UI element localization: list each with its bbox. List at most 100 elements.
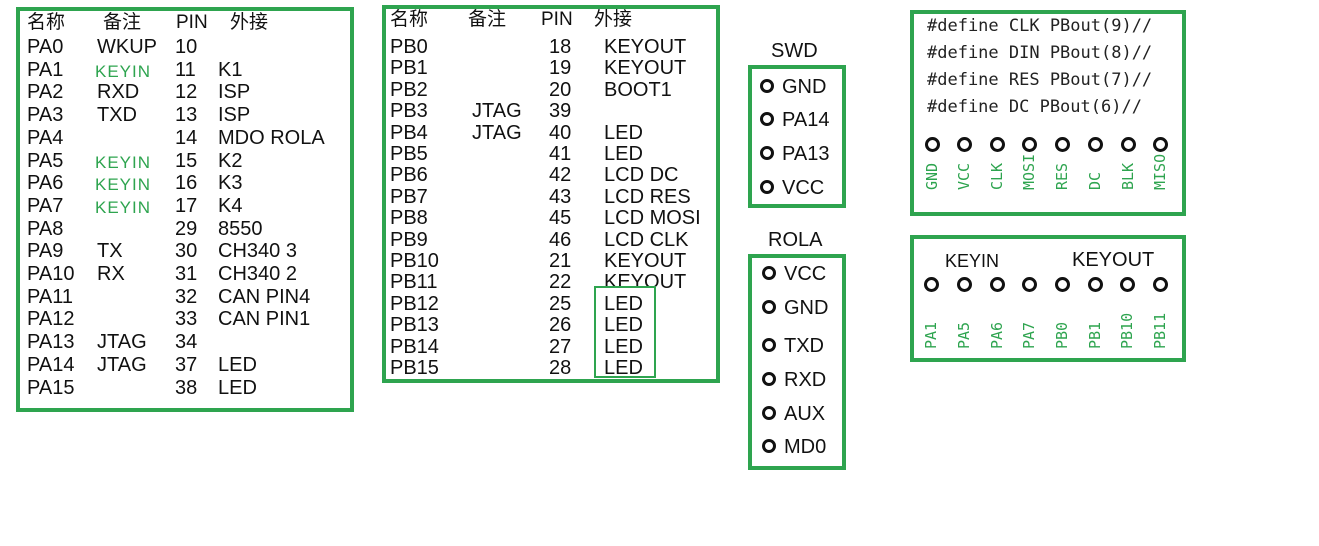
- pin-external: LED: [604, 357, 643, 379]
- lcd-pin-label: BLK: [1119, 162, 1137, 190]
- key-pin-label: PB11: [1151, 312, 1169, 349]
- pin-number: 16: [175, 172, 198, 195]
- key-pin-hole: [1120, 277, 1135, 292]
- lcd-pin-hole: [1121, 137, 1136, 152]
- pin-number: 18: [549, 36, 572, 58]
- pin-number: 43: [549, 185, 572, 208]
- pin-number: 39: [549, 100, 572, 123]
- swd-connector: [748, 65, 846, 208]
- pin-external: LED: [218, 376, 257, 399]
- pin-number: 20: [549, 78, 572, 101]
- rola-connector: [748, 254, 846, 470]
- pin-number: 34: [175, 331, 198, 354]
- portb-table: [382, 5, 720, 383]
- pin-external: MDO ROLA: [218, 126, 325, 149]
- key-connector: [910, 235, 1186, 362]
- rola-pin-hole: [762, 372, 776, 386]
- pin-name: PA10: [27, 263, 75, 285]
- pin-note: JTAG: [97, 331, 147, 354]
- pin-external: KEYOUT: [604, 36, 687, 58]
- pin-name: PA1: [27, 58, 64, 81]
- pin-external: K3: [218, 172, 243, 195]
- pin-number: 27: [549, 335, 572, 358]
- key-pin-hole: [1153, 277, 1168, 292]
- pin-external: LED: [218, 353, 257, 376]
- pin-name: PA5: [27, 149, 64, 172]
- pin-external: LCD MOSI: [604, 207, 701, 230]
- pin-name: PB14: [390, 335, 439, 358]
- pin-name: PA11: [27, 285, 73, 308]
- pin-note: JTAG: [97, 353, 147, 376]
- rola-pin-label: GND: [784, 297, 829, 319]
- swd-title: SWD: [771, 40, 818, 62]
- pin-external: BOOT1: [604, 78, 672, 101]
- pin-name: PB13: [390, 314, 439, 337]
- lcd-pin-label: MISO: [1151, 153, 1169, 190]
- pin-name: PB12: [390, 292, 439, 315]
- pin-name: PB0: [390, 36, 428, 58]
- pin-name: PB15: [390, 357, 439, 379]
- lcd-pin-label: RES: [1053, 162, 1071, 190]
- pin-number: 10: [175, 36, 198, 58]
- pin-note: KEYIN: [95, 152, 152, 172]
- pin-note: RX: [97, 263, 125, 285]
- pin-note: KEYIN: [95, 61, 152, 81]
- rola-pin-label: TXD: [784, 335, 824, 357]
- pin-name: PA15: [27, 376, 75, 399]
- lcd-pin-label: CLK: [988, 162, 1006, 190]
- swd-pin-label: VCC: [782, 177, 825, 199]
- pin-external: LED: [604, 292, 643, 315]
- pin-external: LED: [604, 335, 643, 358]
- pin-external: CAN PIN4: [218, 285, 311, 308]
- pin-note: TXD: [97, 104, 137, 127]
- pin-name: PA0: [27, 36, 64, 58]
- pin-number: 21: [549, 250, 572, 272]
- column-header: 外接: [594, 9, 633, 30]
- swd-pin-hole: [760, 146, 774, 160]
- keyin-label: KEYIN: [945, 251, 1000, 271]
- rola-pin-hole: [762, 266, 776, 280]
- pin-external: LCD RES: [604, 185, 691, 208]
- pin-number: 19: [549, 57, 572, 80]
- pin-external: ISP: [218, 104, 251, 127]
- pin-external: ISP: [218, 81, 251, 104]
- rola-pin-label: VCC: [784, 263, 827, 285]
- lcd-pin-hole: [990, 137, 1005, 152]
- rola-pin-hole: [762, 338, 776, 352]
- pin-number: 25: [549, 292, 572, 315]
- rola-pin-hole: [762, 439, 776, 453]
- pin-note: TX: [97, 240, 123, 263]
- pin-number: 45: [549, 207, 572, 230]
- column-header: 外接: [230, 12, 269, 33]
- define-line: #define CLK PBout(9)//: [927, 16, 1153, 36]
- led-highlight-frame: [594, 286, 656, 378]
- lcd-pin-label: DC: [1086, 171, 1104, 190]
- define-line: #define DIN PBout(8)//: [927, 43, 1153, 63]
- key-pin-hole: [1055, 277, 1070, 292]
- pin-external: CH340 2: [218, 263, 297, 285]
- pin-number: 13: [175, 104, 198, 127]
- pin-number: 38: [175, 376, 198, 399]
- pin-number: 14: [175, 126, 198, 149]
- pin-number: 15: [175, 149, 198, 172]
- pin-name: PB11: [390, 271, 438, 294]
- pin-external: LED: [604, 121, 643, 144]
- key-pin-hole: [990, 277, 1005, 292]
- pin-name: PB8: [390, 207, 428, 230]
- key-pin-hole: [957, 277, 972, 292]
- pin-name: PA4: [27, 126, 64, 149]
- pin-number: 28: [549, 357, 572, 379]
- pin-number: 29: [175, 217, 198, 240]
- rola-pin-hole: [762, 300, 776, 314]
- pin-note: WKUP: [97, 36, 157, 58]
- pin-name: PA9: [27, 240, 64, 263]
- swd-pin-hole: [760, 180, 774, 194]
- pin-note: JTAG: [472, 121, 522, 144]
- column-header: PIN: [176, 12, 208, 33]
- pin-number: 41: [549, 143, 572, 165]
- lcd-pin-hole: [925, 137, 940, 152]
- key-pin-label: PB10: [1118, 312, 1136, 349]
- pin-name: PB6: [390, 164, 428, 187]
- key-pin-label: PA6: [988, 321, 1006, 349]
- column-header: 名称: [390, 9, 429, 30]
